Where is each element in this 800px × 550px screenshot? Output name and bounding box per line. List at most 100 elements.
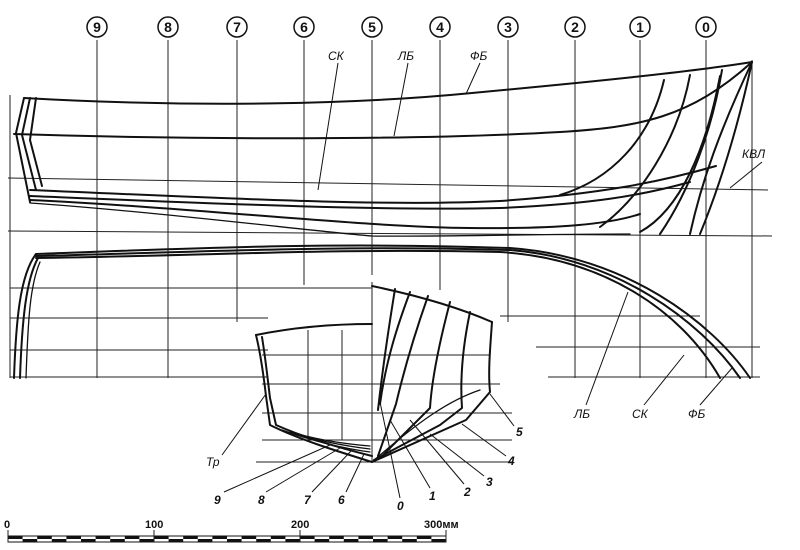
scale-segment [431, 539, 446, 542]
bow-buttock-3 [559, 79, 665, 196]
station-number: 7 [233, 19, 241, 35]
station-marker-5: 5 [361, 16, 383, 38]
body-plan-labels: Тр 9 8 7 6 0 1 2 3 4 5 [206, 393, 523, 513]
scale-segment [51, 539, 67, 542]
chine-line-sk [29, 165, 717, 204]
fore-section-keel [371, 389, 481, 463]
fore-section-4 [373, 311, 471, 461]
station-circle [226, 16, 248, 38]
label-fore-1: 1 [429, 489, 436, 503]
leader-aft-8 [265, 447, 341, 493]
keel-bottom [29, 202, 631, 237]
label-lb-bottom: ЛБ [573, 407, 590, 421]
plan-transom-1 [13, 253, 37, 379]
station-marker-1: 1 [629, 16, 651, 38]
station-circle [293, 16, 315, 38]
sheer-line [23, 61, 753, 105]
bow-buttock-1 [659, 69, 723, 235]
keel-upper [29, 181, 691, 210]
aft-section-9 [261, 336, 373, 457]
station-marker-9: 9 [86, 16, 108, 38]
scale-segment [387, 536, 403, 539]
leader-fore-4 [461, 423, 507, 457]
scale-segment [300, 536, 315, 539]
scale-segment [124, 536, 140, 539]
station-circle [361, 16, 383, 38]
fore-section-0 [377, 288, 396, 411]
aft-section-6 [297, 433, 371, 447]
keel-lower [29, 199, 641, 230]
label-fore-3: 3 [486, 475, 493, 489]
bow-buttock-2 [599, 74, 691, 228]
station-circle [629, 16, 651, 38]
scale-segment [212, 536, 227, 539]
station-circle [695, 16, 717, 38]
label-fore-4: 4 [507, 454, 515, 468]
leader-fore-0 [379, 401, 401, 499]
label-fore-5: 5 [516, 425, 523, 439]
scale-segment [285, 539, 300, 542]
scale-segment [343, 539, 359, 542]
scale-segment [95, 536, 111, 539]
plan-view [13, 244, 751, 379]
plan-line-fb [35, 244, 751, 379]
station-number: 1 [636, 19, 644, 35]
station-circle [86, 16, 108, 38]
stem-2 [689, 61, 753, 235]
upper-waterline [7, 177, 769, 191]
leader-fb-bottom [699, 367, 733, 406]
scale-segment [110, 539, 125, 542]
leader-aft-9 [223, 444, 331, 493]
label-fore-0: 0 [397, 499, 404, 513]
station-number: 9 [93, 19, 101, 35]
station-circle [497, 16, 519, 38]
scale-segment [139, 539, 154, 542]
label-aft-6: 6 [338, 493, 345, 507]
scale-segment [358, 536, 373, 539]
station-circle [564, 16, 586, 38]
leader-kvl [729, 161, 763, 189]
station-number: 2 [571, 19, 579, 35]
leader-sk-top [317, 62, 339, 191]
station-marker-0: 0 [695, 16, 717, 38]
label-transom: Тр [206, 455, 220, 469]
scale-segment [402, 539, 417, 542]
station-marker-4: 4 [429, 16, 451, 38]
fore-section-3 [379, 301, 451, 459]
waterline-grid [7, 177, 773, 378]
scale-segment [227, 539, 242, 542]
stem-1 [699, 61, 753, 235]
leader-lb-bottom [585, 291, 629, 406]
scale-label-200: 200 [291, 519, 309, 531]
scale-segment [183, 536, 198, 539]
station-marker-2: 2 [564, 16, 586, 38]
station-circle [157, 16, 179, 38]
leader-aft-6 [345, 453, 365, 493]
station-marker-6: 6 [293, 16, 315, 38]
fore-section-5 [371, 321, 493, 463]
leader-sk-bottom [643, 354, 685, 406]
scale-label-300: 300мм [424, 519, 459, 531]
scale-segment [197, 539, 213, 542]
chine-line-lb [13, 61, 753, 140]
scale-label-100: 100 [145, 519, 163, 531]
scale-segment [256, 539, 271, 542]
aft-section-sheer [255, 323, 373, 336]
profile-view [13, 61, 753, 237]
station-markers: 9 8 7 6 5 4 3 2 [86, 16, 717, 38]
station-number: 5 [368, 19, 376, 35]
bow-buttock-4 [639, 75, 721, 233]
station-marker-3: 3 [497, 16, 519, 38]
leader-fore-5 [489, 393, 515, 427]
leader-transom [221, 393, 267, 456]
leader-aft-7 [311, 449, 353, 493]
scale-label-0: 0 [4, 519, 10, 531]
scale-segment [22, 539, 38, 542]
centerline [7, 230, 773, 237]
station-number: 4 [436, 19, 444, 35]
station-number: 0 [702, 19, 710, 35]
aft-section-8 [281, 429, 371, 453]
station-number: 8 [164, 19, 172, 35]
fore-section-2 [377, 295, 429, 457]
